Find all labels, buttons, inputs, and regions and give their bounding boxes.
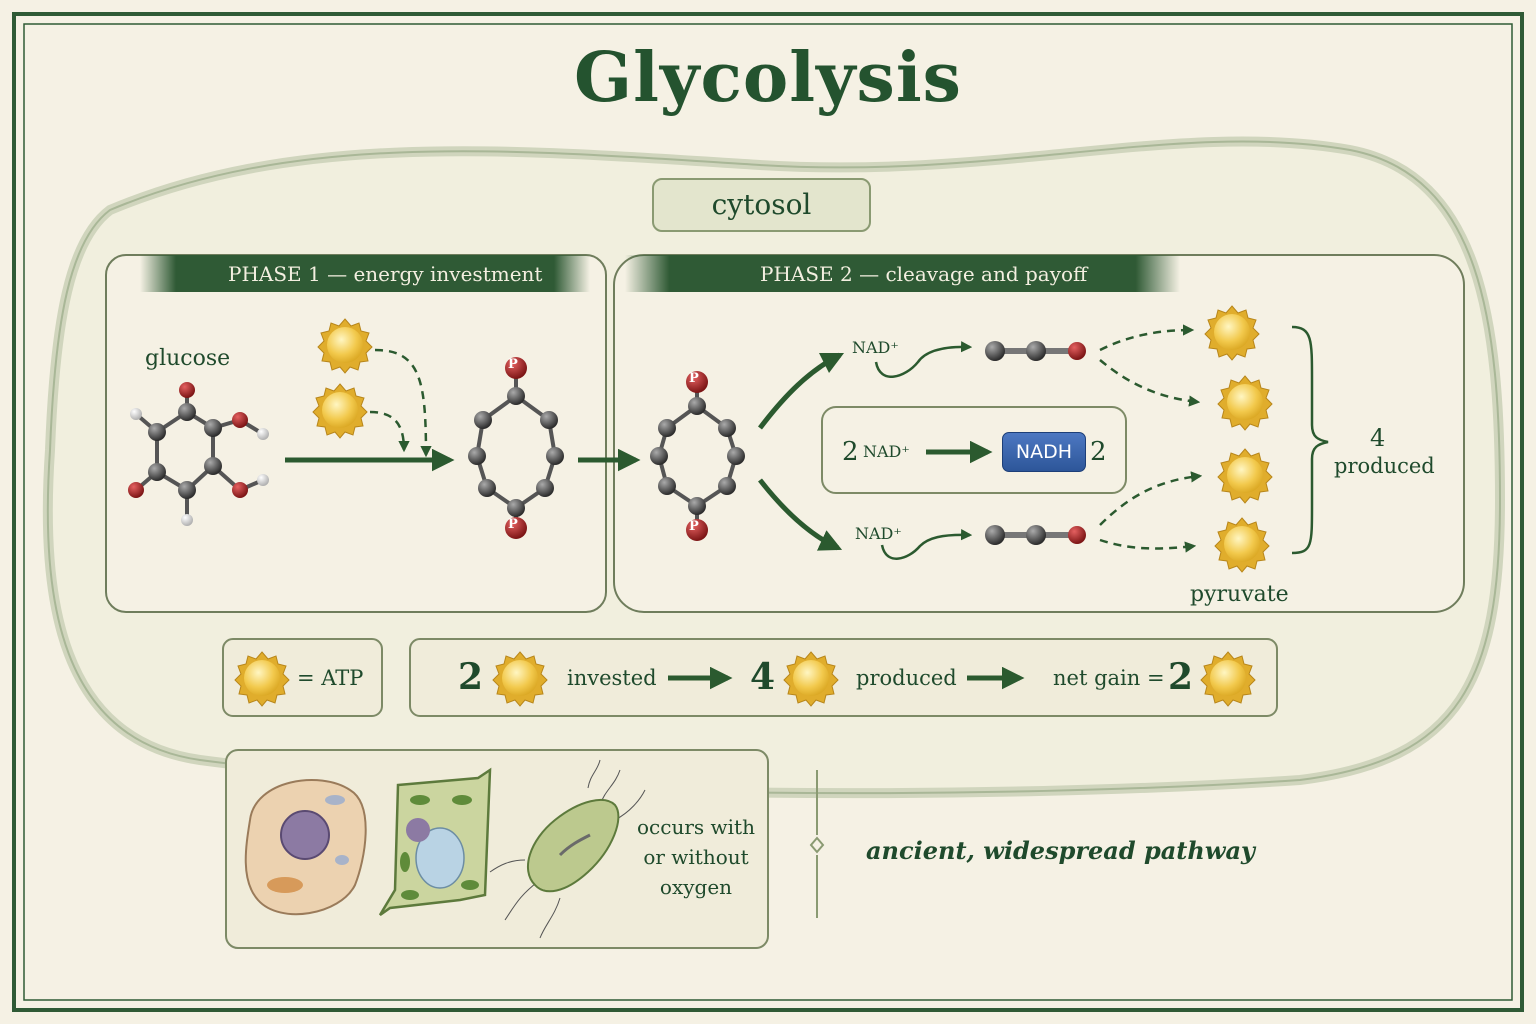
phosphate-icon [686,371,708,393]
redox-nad-label: NAD⁺ [863,442,910,461]
produced-label: produced [1334,454,1435,478]
payoff-arrow-3 [1099,471,1203,526]
oxygen-note-line: occurs with [637,815,755,839]
plant-cell-icon [378,767,492,917]
phase2-header-bar [625,255,1180,292]
net-gain-count: 2 [1168,656,1194,698]
pyruvate-label: pyruvate [1190,582,1289,607]
bacterium-icon [489,759,646,939]
inner-frame [23,23,1513,1001]
phosphate-icon [505,357,527,379]
cleavage-arrow-bottom [758,478,843,551]
tagline: ancient, widespread pathway [866,836,1255,865]
nad-label-top: NAD⁺ [852,338,899,357]
location-badge: cytosol [652,178,871,232]
phase1-header: PHASE 1 — energy investment [228,262,543,286]
invested-count: 2 [458,656,484,698]
page-title: Glycolysis [574,38,962,118]
oxygen-note-line: oxygen [659,875,733,899]
nad-arrow-top [874,341,973,378]
organisms-box [225,749,769,949]
divider-diamond-icon [809,836,825,854]
redox-count-right: 2 [1090,437,1107,467]
phosphate-icon [505,517,527,539]
payoff-arrow-4 [1099,538,1197,553]
summary-box [409,638,1278,717]
cleavage-arrow-top [758,352,845,430]
produced-count: 4 [1370,424,1386,452]
glucose-label: glucose [145,346,231,371]
animal-cell-icon [244,779,367,916]
nad-label-bottom: NAD⁺ [855,524,902,543]
nad-arrow-bottom [880,529,973,560]
produced-label-summary: produced [856,666,957,690]
net-gain-label: net gain = [1053,666,1165,690]
glucose-atoms [128,382,269,526]
phosphate-label: P [508,357,518,372]
phosphate-label: P [689,371,699,386]
phase2-header: PHASE 2 — cleavage and payoff [760,262,1088,286]
legend-label: = ATP [297,666,364,690]
atp-consumption-arrow-2 [369,410,410,453]
oxygen-note: occurs with or without oxygen [637,812,755,902]
three-carbon-molecule-top [985,341,1086,361]
phosphate-label: P [508,517,518,532]
redox-count-left: 2 [842,437,859,467]
nadh-badge: NADH [1002,432,1086,472]
produced-bracket [1291,325,1329,555]
phase1-header-bar [140,255,590,292]
three-carbon-molecule-bottom [985,525,1086,545]
oxygen-note-line: or without [643,845,749,869]
phase1-panel [105,254,607,613]
phosphate-label: P [689,519,699,534]
invested-label: invested [567,666,657,690]
produced-count-summary: 4 [750,656,776,698]
phosphate-icon [686,519,708,541]
payoff-arrow-1 [1099,324,1195,352]
outer-frame [12,12,1524,1012]
